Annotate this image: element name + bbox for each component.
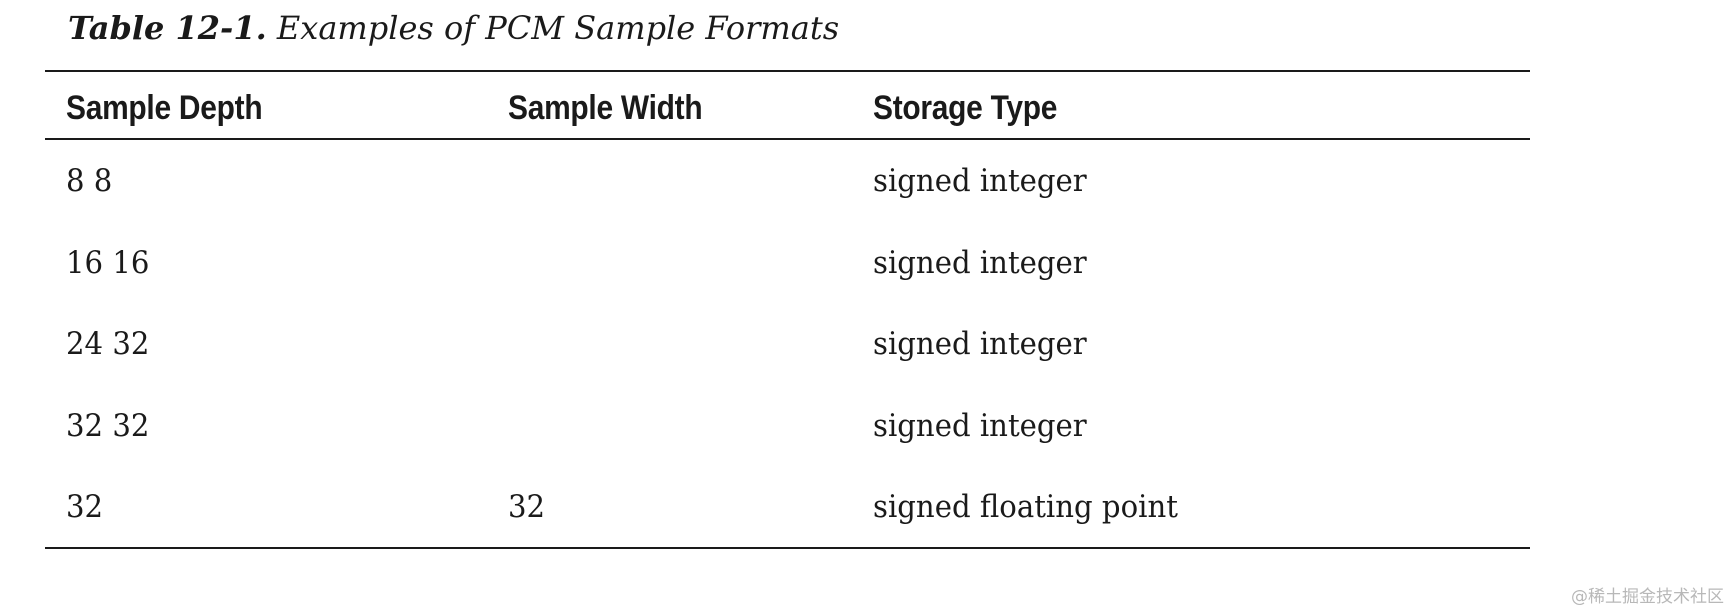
cell-sample-depth: 24 32 [66, 326, 150, 362]
table-bottom-rule [45, 547, 1530, 549]
table-top-rule [45, 70, 1530, 72]
table-row: 32 32 signed integer [0, 396, 1734, 456]
cell-sample-depth: 16 16 [66, 245, 150, 281]
cell-storage-type: signed integer [873, 163, 1087, 199]
table-row: 24 32 signed integer [0, 314, 1734, 374]
cell-sample-width: 32 [508, 489, 546, 525]
header-sample-depth: Sample Depth [66, 89, 263, 127]
cell-sample-depth: 32 [66, 489, 104, 525]
cell-storage-type: signed integer [873, 408, 1087, 444]
table-caption-title: Examples of PCM Sample Formats [276, 9, 840, 47]
cell-storage-type: signed floating point [873, 489, 1178, 525]
cell-sample-depth: 32 32 [66, 408, 150, 444]
table-row: 32 32 signed floating point [0, 477, 1734, 537]
header-storage-type: Storage Type [873, 89, 1058, 127]
cell-storage-type: signed integer [873, 245, 1087, 281]
table-header-row: Sample Depth Sample Width Storage Type [0, 78, 1734, 138]
header-sample-width: Sample Width [508, 89, 703, 127]
table-caption: Table 12-1. Examples of PCM Sample Forma… [68, 6, 839, 50]
table-header-rule [45, 138, 1530, 140]
table-row: 16 16 signed integer [0, 233, 1734, 293]
watermark-text: @稀土掘金技术社区 [1571, 587, 1724, 607]
table-row: 8 8 signed integer [0, 151, 1734, 211]
cell-storage-type: signed integer [873, 326, 1087, 362]
cell-sample-depth: 8 8 [66, 163, 113, 199]
table-caption-number: Table 12-1. [68, 9, 267, 47]
